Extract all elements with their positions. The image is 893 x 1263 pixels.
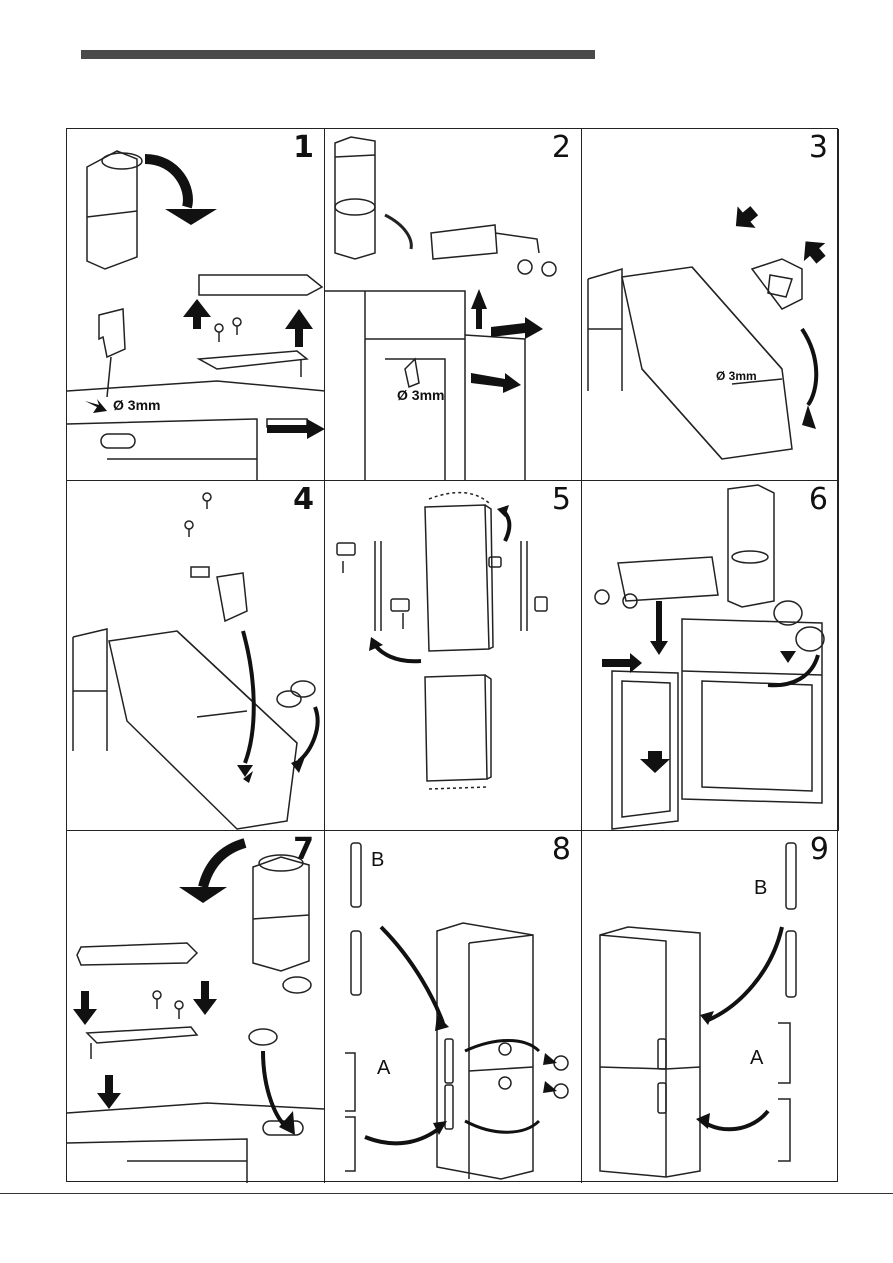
panel-7: 7: [67, 831, 325, 1183]
panel-6: 6: [582, 481, 839, 831]
drill-size-label: Ø 3mm: [397, 387, 444, 403]
panel-1: 1: [67, 129, 325, 481]
drill-size-label: Ø 3mm: [716, 369, 757, 383]
tilted-fridge-illustration: [582, 129, 839, 481]
handle-label-a: A: [750, 1047, 763, 1070]
panel-5: 5: [325, 481, 582, 831]
handle-reversal-illustration: [325, 831, 582, 1183]
door-reversal-illustration: [325, 481, 582, 831]
hinge-removal-illustration: [67, 129, 325, 481]
door-refit-illustration: [582, 481, 839, 831]
handle-label-b: B: [371, 849, 384, 872]
handle-label-a: A: [377, 1057, 390, 1080]
panel-3: 3 Ø 3mm: [582, 129, 839, 481]
instruction-grid: 1: [66, 128, 838, 1182]
handle-label-b: B: [754, 877, 767, 900]
handle-fitting-illustration: [582, 831, 839, 1183]
panel-9: 9 B A: [582, 831, 839, 1183]
lower-hinge-illustration: [325, 129, 582, 481]
panel-2: 2: [325, 129, 582, 481]
drill-size-label: Ø 3mm: [113, 397, 160, 413]
title-bar: [81, 50, 595, 59]
footer-line: [0, 1193, 893, 1194]
top-cover-refit-illustration: [67, 831, 325, 1183]
hinge-fitting-illustration: [67, 481, 325, 831]
panel-4: 4: [67, 481, 325, 831]
panel-8: 8: [325, 831, 582, 1183]
